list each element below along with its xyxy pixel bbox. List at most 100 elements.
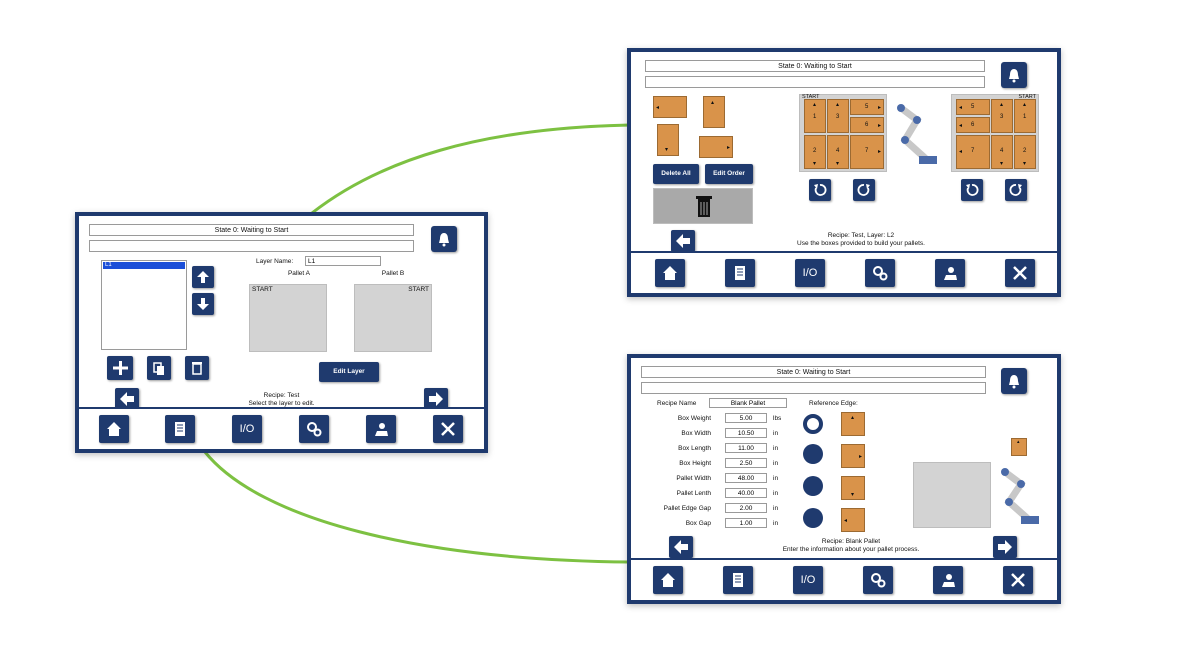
next-button[interactable]	[424, 388, 448, 410]
placed-box[interactable]: 2▾	[804, 135, 826, 169]
ref-edge-radio-bottom[interactable]	[803, 476, 823, 496]
recipe-name-input[interactable]: Blank Pallet	[709, 398, 787, 408]
copy-layer-button[interactable]	[147, 356, 171, 380]
placed-box[interactable]: 4▾	[827, 135, 849, 169]
next-button[interactable]	[993, 536, 1017, 558]
recipe-button[interactable]	[165, 415, 195, 443]
back-button[interactable]	[115, 388, 139, 410]
pallet-length-input[interactable]: 40.00	[725, 488, 767, 498]
home-button[interactable]	[653, 566, 683, 594]
start-label: START	[408, 286, 429, 293]
delete-drop-zone[interactable]	[653, 188, 753, 224]
placed-box[interactable]: 7▸	[850, 135, 884, 169]
message-bar	[645, 76, 985, 88]
box-length-input[interactable]: 11.00	[725, 443, 767, 453]
recipe-button[interactable]	[725, 259, 755, 287]
hint-text: Enter the information about your pallet …	[782, 546, 920, 553]
alarm-button[interactable]	[1001, 368, 1027, 394]
edit-order-button[interactable]: Edit Order	[705, 164, 753, 184]
box-palette-left[interactable]: ◂	[653, 96, 687, 118]
trash-icon	[192, 362, 202, 375]
back-button[interactable]	[669, 536, 693, 558]
hint-text: Select the layer to edit.	[248, 400, 315, 407]
gear-icon	[307, 422, 322, 437]
rotate-ccw-a-button[interactable]	[809, 179, 831, 201]
pallet-a[interactable]: START	[249, 284, 327, 352]
recipe-screen: State 0: Waiting to Start Recipe Name Bl…	[627, 354, 1061, 604]
robot-arm-icon	[897, 104, 937, 164]
box-palette-right[interactable]: ▸	[699, 136, 733, 158]
box-palette-down[interactable]: ▾	[657, 124, 679, 156]
layer-name-input[interactable]: L1	[305, 256, 381, 266]
copy-icon	[153, 362, 164, 375]
box-palette-up[interactable]: ▴	[703, 96, 725, 128]
reference-edge-label: Reference Edge:	[809, 400, 858, 407]
placed-box[interactable]: 2▾	[1014, 135, 1036, 169]
recipe-icon	[735, 266, 745, 280]
settings-button[interactable]	[299, 415, 329, 443]
pallet-b-label: Pallet B	[381, 270, 405, 277]
box-width-input[interactable]: 10.50	[725, 428, 767, 438]
box-weight-input[interactable]: 5.00	[725, 413, 767, 423]
exit-button[interactable]	[433, 415, 463, 443]
pallet-b[interactable]: START ◂5 ▴3 ▴1 ◂6 ◂7 4▾ 2▾	[951, 94, 1039, 172]
placed-box[interactable]: ◂5	[956, 99, 990, 115]
placed-box[interactable]: 5▸	[850, 99, 884, 115]
bell-icon	[1009, 375, 1019, 389]
io-button[interactable]: I/O	[232, 415, 262, 443]
connector-top	[311, 123, 631, 215]
nav-bar: I/O	[79, 407, 484, 449]
rotate-cw-b-button[interactable]	[1005, 179, 1027, 201]
pallet-width-input[interactable]: 48.00	[725, 473, 767, 483]
delete-all-button[interactable]: Delete All	[653, 164, 699, 184]
pallet-a[interactable]: START ▴1 ▴3 5▸ 6▸ 2▾ 4▾ 7▸	[799, 94, 887, 172]
edit-layer-button[interactable]: Edit Layer	[319, 362, 379, 382]
layer-list[interactable]: L1	[101, 260, 187, 350]
pallet-length-label: Pallet Lenth	[676, 490, 711, 497]
box-height-input[interactable]: 2.50	[725, 458, 767, 468]
placed-box[interactable]: ▴1	[1014, 99, 1036, 133]
placed-box[interactable]: ▴3	[991, 99, 1013, 133]
back-button[interactable]	[671, 230, 695, 252]
pallet-edge-gap-input[interactable]: 2.00	[725, 503, 767, 513]
arrow-left-icon	[120, 392, 134, 406]
ref-edge-radio-left[interactable]	[803, 508, 823, 528]
users-button[interactable]	[366, 415, 396, 443]
placed-box[interactable]: ▴3	[827, 99, 849, 133]
delete-layer-button[interactable]	[185, 356, 209, 380]
alarm-button[interactable]	[431, 226, 457, 252]
users-button[interactable]	[935, 259, 965, 287]
ref-edge-radio-top[interactable]	[803, 414, 823, 434]
placed-box[interactable]: 4▾	[991, 135, 1013, 169]
settings-button[interactable]	[865, 259, 895, 287]
add-layer-button[interactable]	[107, 356, 133, 380]
rotate-cw-icon	[1009, 184, 1022, 196]
box-preview: ▴	[1011, 438, 1027, 456]
move-down-button[interactable]	[192, 293, 214, 315]
recipe-button[interactable]	[723, 566, 753, 594]
message-bar	[641, 382, 986, 394]
ref-edge-radio-right[interactable]	[803, 444, 823, 464]
box-height-unit: in	[773, 460, 779, 467]
exit-button[interactable]	[1003, 566, 1033, 594]
settings-button[interactable]	[863, 566, 893, 594]
placed-box[interactable]: 6▸	[850, 117, 884, 133]
pallet-b[interactable]: START	[354, 284, 432, 352]
home-button[interactable]	[99, 415, 129, 443]
users-button[interactable]	[933, 566, 963, 594]
rotate-ccw-b-button[interactable]	[961, 179, 983, 201]
box-gap-input[interactable]: 1.00	[725, 518, 767, 528]
rotate-cw-a-button[interactable]	[853, 179, 875, 201]
io-button[interactable]: I/O	[795, 259, 825, 287]
move-up-button[interactable]	[192, 266, 214, 288]
placed-box[interactable]: ▴1	[804, 99, 826, 133]
io-button[interactable]: I/O	[793, 566, 823, 594]
list-item[interactable]: L1	[103, 262, 185, 269]
arrow-down-icon	[197, 298, 209, 310]
placed-box[interactable]: ◂7	[956, 135, 990, 169]
pallet-preview	[913, 462, 991, 528]
alarm-button[interactable]	[1001, 62, 1027, 88]
exit-button[interactable]	[1005, 259, 1035, 287]
home-button[interactable]	[655, 259, 685, 287]
placed-box[interactable]: ◂6	[956, 117, 990, 133]
